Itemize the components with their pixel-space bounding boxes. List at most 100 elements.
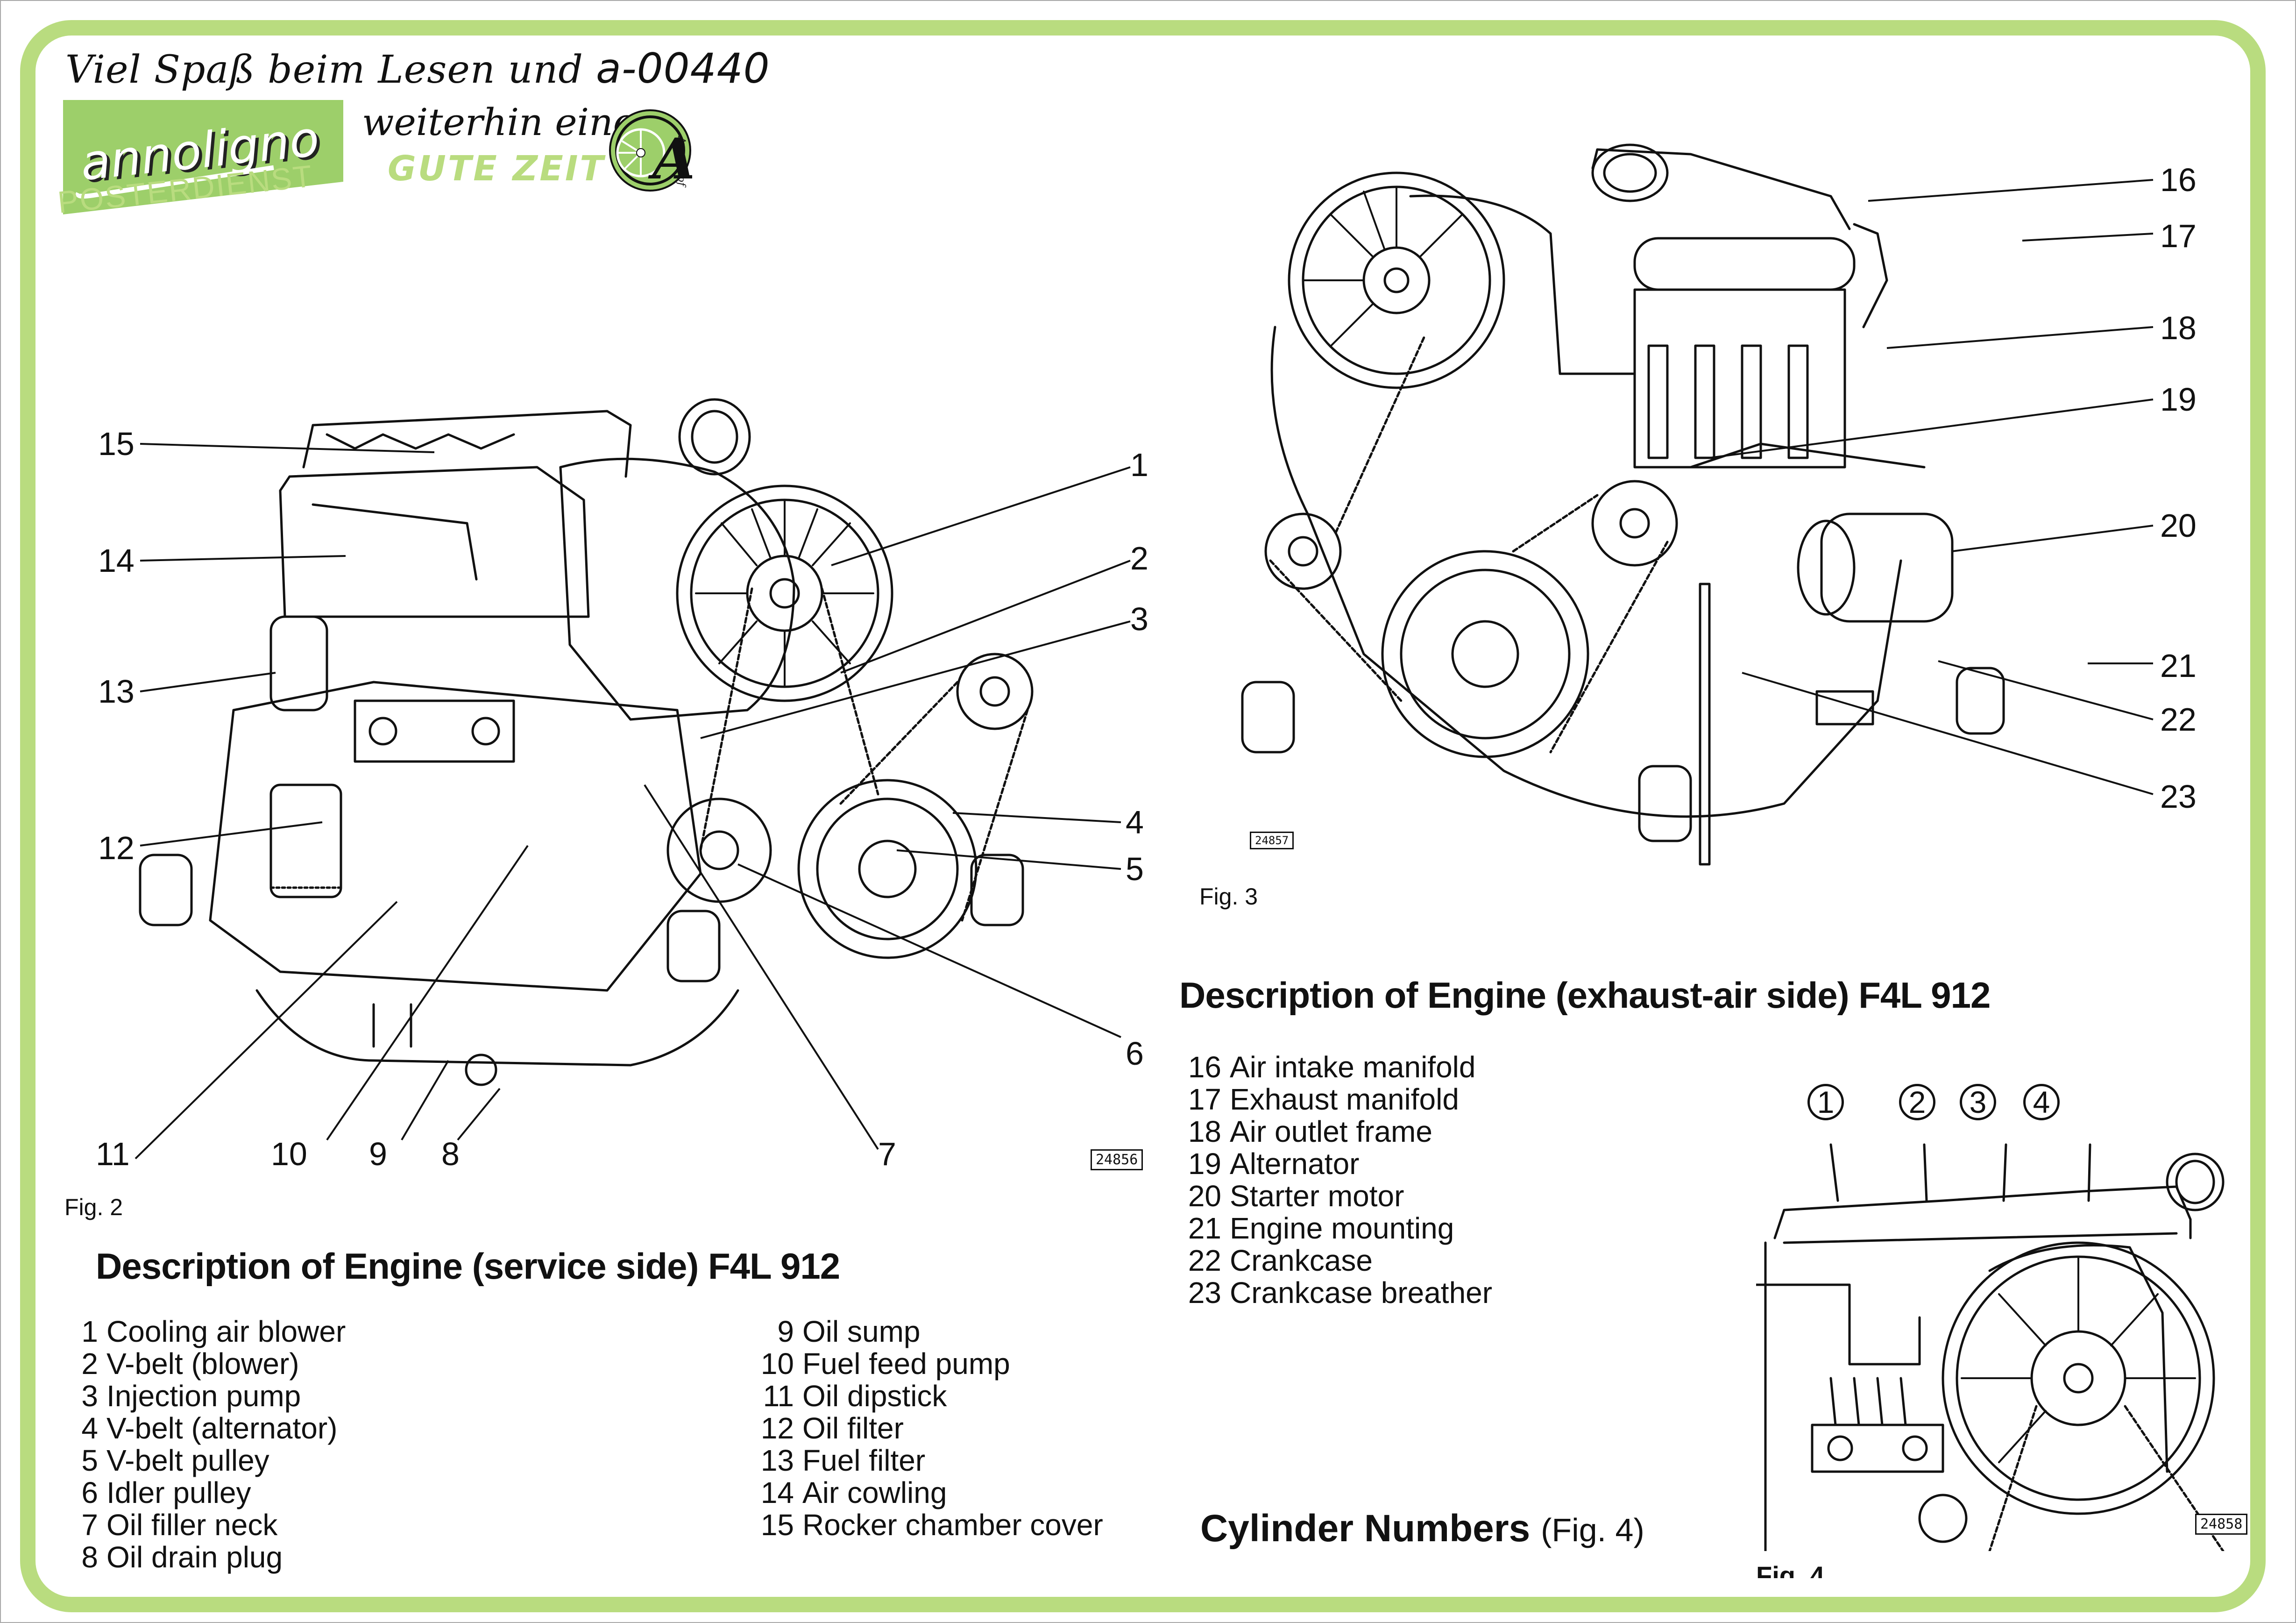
- part-label: Air intake manifold: [1230, 1050, 1476, 1084]
- part-label: Crankcase: [1230, 1244, 1373, 1277]
- part-label: Starter motor: [1230, 1179, 1404, 1213]
- part-label: Exhaust manifold: [1230, 1082, 1459, 1116]
- callout-10: 10: [271, 1136, 307, 1172]
- service-side-title: Description of Engine (service side) F4L…: [96, 1246, 840, 1287]
- green-frame: [20, 20, 2266, 1612]
- greeting-line-2: weiterhin eine: [362, 100, 635, 144]
- callout-17: 17: [2160, 218, 2197, 254]
- callout-21: 21: [2160, 648, 2197, 684]
- drawing-number-fig3: 24857: [1250, 832, 1294, 849]
- part-label: V-belt (blower): [106, 1347, 299, 1381]
- part-number: 7: [81, 1508, 98, 1542]
- part-number: 19: [1188, 1147, 1221, 1181]
- part-number: 22: [1188, 1244, 1221, 1277]
- part-number: 3: [81, 1379, 98, 1413]
- callout-4: 4: [1126, 804, 1144, 840]
- parts-list-item: 23 Crankcase breather: [1170, 1277, 1492, 1309]
- part-number: 13: [760, 1444, 794, 1477]
- part-number: 2: [81, 1347, 98, 1381]
- callout-13: 13: [98, 673, 135, 710]
- part-label: Injection pump: [106, 1379, 301, 1413]
- callout-3: 3: [1130, 601, 1148, 637]
- part-label: V-belt pulley: [106, 1444, 269, 1477]
- callout-22: 22: [2160, 701, 2197, 738]
- part-number: 17: [1188, 1082, 1221, 1116]
- engine-drawing-exhaust-side: [1241, 143, 2005, 866]
- cylinder-number-2: 2: [1899, 1084, 1935, 1120]
- cylinder-title-text: Cylinder Numbers: [1200, 1507, 1531, 1550]
- part-number: 23: [1188, 1276, 1221, 1310]
- part-number: 20: [1188, 1179, 1221, 1213]
- callout-15: 15: [98, 426, 135, 462]
- callout-7: 7: [878, 1136, 896, 1172]
- poster-code: a-00440: [595, 44, 770, 93]
- part-label: V-belt (alternator): [106, 1411, 338, 1445]
- part-number: 6: [81, 1476, 98, 1509]
- part-label: Cooling air blower: [106, 1315, 346, 1348]
- parts-list-item: 16 Air intake manifold: [1170, 1051, 1492, 1083]
- part-number: 18: [1188, 1115, 1221, 1148]
- part-label: Alternator: [1230, 1147, 1360, 1181]
- part-label: Oil filler neck: [106, 1508, 278, 1542]
- part-number: 10: [760, 1347, 794, 1381]
- part-number: 11: [763, 1379, 794, 1413]
- parts-list-item: 19 Alternator: [1170, 1148, 1492, 1180]
- part-label: Idler pulley: [106, 1476, 251, 1509]
- part-label: Oil drain plug: [106, 1540, 283, 1574]
- callout-20: 20: [2160, 507, 2197, 544]
- cylinder-numbers-title: Cylinder Numbers (Fig. 4): [1200, 1507, 1644, 1551]
- callout-6: 6: [1126, 1035, 1144, 1072]
- part-number: 14: [760, 1476, 794, 1509]
- part-number: 15: [760, 1508, 794, 1542]
- callout-16: 16: [2160, 162, 2197, 198]
- engine-drawing-cylinder-numbers: [1756, 1143, 2225, 1551]
- fig3-caption: Fig. 3: [1199, 883, 1258, 910]
- part-label: Fuel filter: [802, 1444, 926, 1477]
- callout-5: 5: [1126, 851, 1144, 887]
- callout-11: 11: [96, 1136, 130, 1172]
- part-label: Air cowling: [802, 1476, 947, 1509]
- callout-12: 12: [98, 830, 135, 866]
- callout-14: 14: [98, 542, 135, 579]
- part-label: Oil sump: [802, 1315, 921, 1348]
- part-number: 5: [81, 1444, 98, 1477]
- callout-23: 23: [2160, 778, 2197, 815]
- part-label: Crankcase breather: [1230, 1276, 1493, 1310]
- callout-19: 19: [2160, 381, 2197, 418]
- part-label: Engine mounting: [1230, 1211, 1454, 1245]
- annoligno-logo: annoligno annoligno: [63, 100, 343, 221]
- parts-list-item: 17 Exhaust manifold: [1170, 1083, 1492, 1116]
- part-number: 1: [81, 1315, 98, 1348]
- part-label: Rocker chamber cover: [802, 1508, 1103, 1542]
- part-number: 16: [1188, 1050, 1221, 1084]
- callout-9: 9: [369, 1136, 387, 1172]
- drawing-number-fig2: 24856: [1091, 1149, 1143, 1170]
- annodoof-badge-logo: A Annodoof: [608, 108, 696, 192]
- drawing-number-fig4: 24858: [2195, 1514, 2248, 1535]
- fig4-caption-clip: Fig. 4: [1756, 1560, 1824, 1578]
- callout-1: 1: [1130, 447, 1148, 483]
- cylinder-fig-ref: (Fig. 4): [1541, 1512, 1644, 1548]
- part-label: Fuel feed pump: [802, 1347, 1010, 1381]
- exhaust-side-title: Description of Engine (exhaust-air side)…: [1179, 975, 1991, 1016]
- badge-letter: A: [648, 126, 692, 192]
- cylinder-number-1: 1: [1807, 1084, 1844, 1120]
- parts-list-item: 20 Starter motor: [1170, 1180, 1492, 1212]
